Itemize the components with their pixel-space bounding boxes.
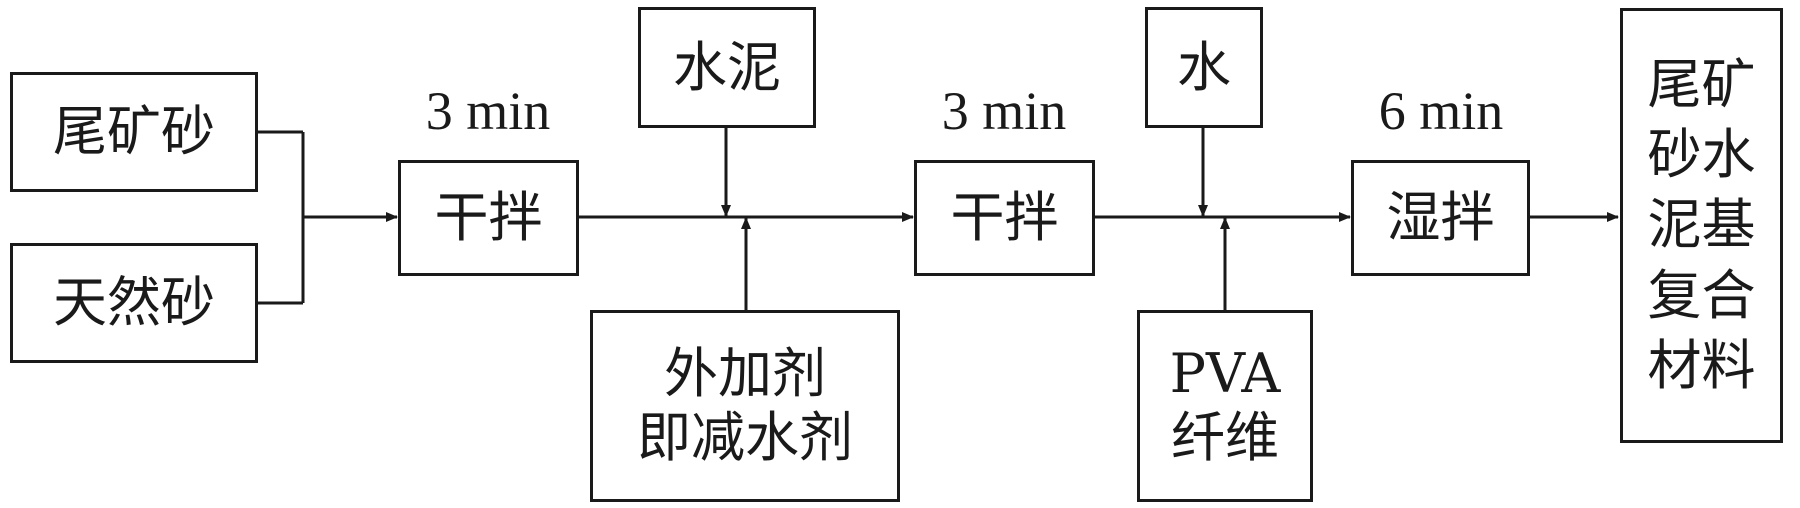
node-cement-label: 水泥 <box>673 35 781 99</box>
node-pva-fiber-label: PVA 纤维 <box>1169 342 1281 469</box>
node-wet-mix-label: 湿拌 <box>1386 186 1495 250</box>
time-label-1: 3 min <box>425 81 551 141</box>
node-admixture: 外加剂 即减水剂 <box>590 310 900 502</box>
time-label-3: 6 min <box>1378 81 1504 141</box>
node-tailing-sand-label: 尾矿砂 <box>53 100 215 164</box>
node-dry-mix-2: 干拌 <box>914 160 1095 276</box>
node-product-label: 尾矿 砂水 泥基 复合 材料 <box>1647 53 1756 397</box>
node-wet-mix: 湿拌 <box>1351 160 1530 276</box>
node-natural-sand: 天然砂 <box>10 243 258 363</box>
node-water: 水 <box>1145 7 1263 128</box>
time-label-2: 3 min <box>941 81 1067 141</box>
node-admixture-label: 外加剂 即减水剂 <box>637 342 853 469</box>
node-cement: 水泥 <box>638 7 816 128</box>
node-product: 尾矿 砂水 泥基 复合 材料 <box>1620 8 1783 443</box>
node-natural-sand-label: 天然砂 <box>53 271 215 335</box>
node-dry-mix-1: 干拌 <box>398 160 579 276</box>
node-water-label: 水 <box>1177 35 1231 99</box>
node-tailing-sand: 尾矿砂 <box>10 72 258 192</box>
node-dry-mix-2-label: 干拌 <box>950 186 1059 250</box>
node-pva-fiber: PVA 纤维 <box>1137 310 1313 502</box>
node-dry-mix-1-label: 干拌 <box>434 186 543 250</box>
